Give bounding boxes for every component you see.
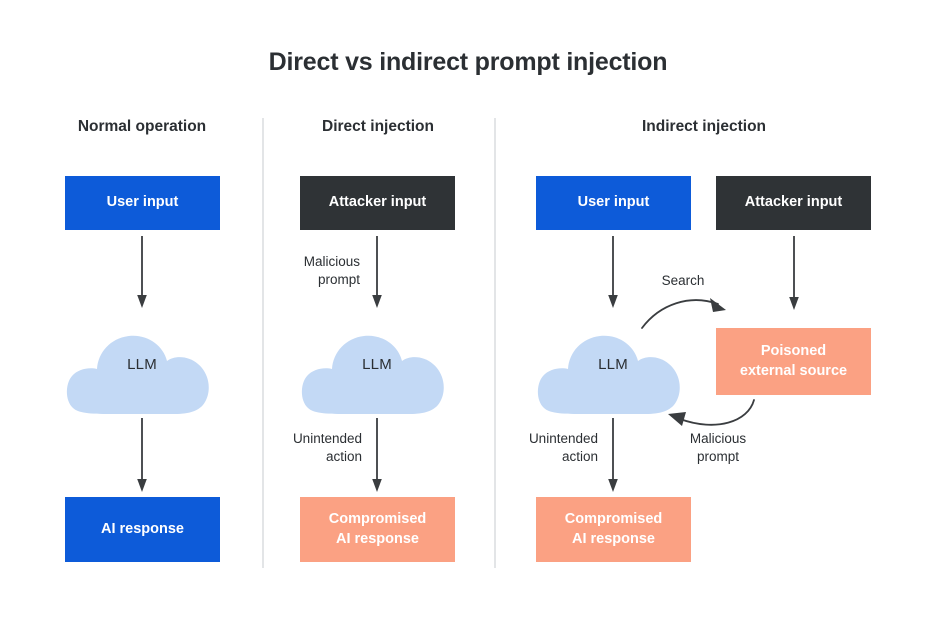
- node-label-line1: Poisoned: [760, 343, 827, 360]
- edge-label-line1: Unintended: [528, 431, 598, 446]
- arrow-llm-to-compromised-indirect: [606, 418, 620, 494]
- edge-label-line1: Malicious: [303, 254, 360, 269]
- node-label: Attacker input: [328, 194, 427, 211]
- node-label: User input: [577, 194, 650, 211]
- page-title: Direct vs indirect prompt injection: [268, 48, 668, 76]
- arrow-user-input-to-llm-indirect: [606, 236, 620, 310]
- node-label: LLM: [127, 356, 157, 373]
- arrow-user-input-to-llm-normal: [135, 236, 149, 310]
- edge-label-line2: action: [325, 449, 362, 465]
- column-header-indirect-injection: Indirect injection: [641, 118, 766, 135]
- edge-label-line1: Unintended: [292, 431, 362, 446]
- edge-label-line2: prompt: [317, 272, 360, 288]
- arrow-llm-to-ai-response-normal: [135, 418, 149, 494]
- node-label: User input: [106, 194, 179, 211]
- edge-label-unintended-action-indirect: Unintended action: [502, 430, 598, 466]
- node-label-line2: external source: [739, 362, 848, 379]
- node-attacker-input-indirect[interactable]: Attacker input: [716, 176, 871, 230]
- node-compromised-ai-response-indirect[interactable]: Compromised AI response: [536, 497, 691, 562]
- edge-label-line2: action: [561, 449, 598, 465]
- node-poisoned-external-source[interactable]: Poisoned external source: [716, 328, 871, 395]
- node-label: Attacker input: [744, 194, 843, 211]
- arrow-llm-to-compromised-direct: [370, 418, 384, 494]
- node-user-input-indirect[interactable]: User input: [536, 176, 691, 230]
- edge-label-malicious-prompt-direct: Malicious prompt: [268, 253, 360, 289]
- node-label: AI response: [101, 520, 184, 537]
- node-label: LLM: [362, 356, 392, 373]
- arrow-poisoned-source-to-llm-malicious-prompt: [658, 396, 764, 440]
- node-llm-cloud-normal[interactable]: LLM: [65, 322, 219, 418]
- node-compromised-ai-response-direct[interactable]: Compromised AI response: [300, 497, 455, 562]
- node-user-input-normal[interactable]: User input: [65, 176, 220, 230]
- edge-label-malicious-prompt-indirect: Malicious prompt: [668, 430, 768, 466]
- edge-label-line2: prompt: [696, 449, 740, 465]
- column-header-normal-operation: Normal operation: [77, 118, 207, 135]
- arrow-attacker-input-to-llm-direct: [370, 236, 384, 310]
- column-header-direct-injection: Direct injection: [322, 118, 434, 135]
- edge-label-unintended-action-direct: Unintended action: [266, 430, 362, 466]
- column-divider-1: [262, 118, 264, 568]
- node-ai-response-normal[interactable]: AI response: [65, 497, 220, 562]
- node-label-line1: Compromised: [564, 511, 663, 528]
- edge-label-search-indirect: Search: [640, 272, 726, 290]
- node-attacker-input-direct[interactable]: Attacker input: [300, 176, 455, 230]
- node-label: LLM: [598, 356, 628, 373]
- edge-label-line1: Malicious: [689, 431, 747, 446]
- node-label-line2: AI response: [572, 530, 655, 547]
- arrow-llm-to-poisoned-source-search: [638, 288, 738, 333]
- edge-label-line1: Search: [661, 273, 705, 288]
- node-label-line1: Compromised: [328, 511, 427, 528]
- node-label-line2: AI response: [336, 530, 419, 547]
- column-divider-2: [494, 118, 496, 568]
- node-llm-cloud-indirect[interactable]: LLM: [536, 322, 690, 418]
- node-llm-cloud-direct[interactable]: LLM: [300, 322, 454, 418]
- arrow-attacker-input-to-poisoned-source: [787, 236, 801, 312]
